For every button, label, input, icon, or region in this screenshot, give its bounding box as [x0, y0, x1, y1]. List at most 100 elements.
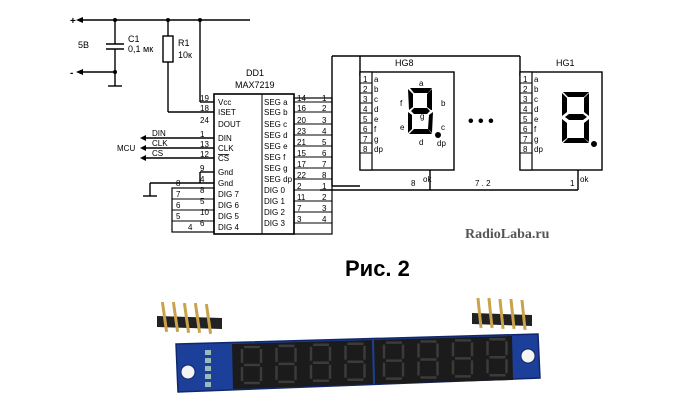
chip-model: MAX7219 [235, 80, 275, 90]
segment-bus-num: 3 [322, 204, 327, 213]
chip-left-pin-name: DIG 7 [218, 190, 239, 199]
chip-body [213, 93, 295, 235]
segment-bus-num: 5 [322, 138, 327, 147]
chip-left-pin-num: 5 [200, 197, 205, 206]
chip-right-pin-num: 16 [297, 104, 306, 113]
display-pin-num: 5 [363, 115, 368, 124]
minus-label: - [70, 68, 73, 79]
chip-ground [143, 171, 214, 197]
chip-right-pin-name: SEG dp [264, 175, 293, 184]
display-block-left [232, 340, 373, 389]
display-pin-num: 4 [523, 105, 528, 114]
photo-digit [344, 342, 366, 381]
display-pin-segment: f [374, 125, 377, 134]
display-pin-num: 3 [523, 95, 528, 104]
display-block-right [374, 336, 513, 384]
chip-left-pin-name: CS [218, 154, 229, 163]
photo-digit [451, 339, 474, 378]
resistor-body [162, 35, 174, 63]
din-arrow-icon [140, 135, 146, 141]
chip-left-pin-name: Gnd [218, 179, 233, 188]
hg8-common: ok [423, 175, 432, 184]
plus-label: + [70, 16, 76, 27]
chip-left-pin-num: 4 [200, 175, 205, 184]
hg8-inner-f: f [400, 99, 403, 108]
hg8-inner-g: g [420, 112, 424, 121]
mcu-signal-clk: CLK [152, 139, 168, 148]
display-pin-segment: dp [534, 145, 543, 154]
cs-arrow-icon [140, 155, 146, 161]
segment-bus-num: 6 [322, 149, 327, 158]
middle-digit-label: 7 . 2 [475, 179, 491, 188]
segment-bus-num: 2 [322, 193, 327, 202]
segment-bus-num: 7 [322, 160, 327, 169]
voltage-label: 5В [78, 40, 89, 50]
left-bus-num: 8 [176, 179, 181, 188]
left-bus-num: 5 [176, 212, 181, 221]
watermark: RadioLaba.ru [465, 227, 550, 242]
left-pin-header-icon [157, 301, 222, 334]
segment-bus-num: 8 [322, 171, 327, 180]
display-pin-num: 8 [523, 145, 528, 154]
display-pin-num: 8 [363, 145, 368, 154]
chip-right-pin-num: 22 [297, 171, 306, 180]
hg8-common-num: 8 [411, 179, 416, 188]
display-pin-num: 1 [523, 75, 528, 84]
chip-right-pin-name: SEG g [264, 164, 288, 173]
display-pin-segment: a [534, 75, 539, 84]
chip-left-pin-num: 19 [200, 94, 209, 103]
chip-left-pin-num: 18 [200, 104, 209, 113]
capacitor-value: 0,1 мк [128, 44, 153, 54]
resistor-value: 10к [178, 50, 192, 60]
segment-bus-num: 1 [322, 182, 327, 191]
display-pin-num: 2 [523, 85, 528, 94]
hg1-common: ok [580, 175, 589, 184]
display-pin-segment: g [374, 135, 378, 144]
chip-left-pin-name: ISET [218, 108, 236, 117]
display-pin-num: 1 [363, 75, 368, 84]
chip-left-pin-num: 6 [200, 219, 205, 228]
chip-right-pin-num: 21 [297, 138, 306, 147]
chip-right-pin-num: 17 [297, 160, 306, 169]
hg8-digit-glyph [408, 88, 441, 138]
chip-right-pin-name: SEG e [264, 142, 288, 151]
mcu-label: MCU [117, 144, 135, 153]
display-pin-segment: f [534, 125, 537, 134]
hg1-common-num: 1 [570, 179, 575, 188]
display-pin-num: 3 [363, 95, 368, 104]
hg8-inner-d: d [419, 138, 423, 147]
chip-left-pin-name: Gnd [218, 168, 233, 177]
hg1-digit-glyph [562, 92, 597, 147]
segment-bus-num: 3 [322, 116, 327, 125]
chip-left-pin-num: 12 [200, 150, 209, 159]
display-pin-num: 2 [363, 85, 368, 94]
chip-left-pin-name: Vcc [218, 98, 231, 107]
chip-right-pin-num: 7 [297, 204, 302, 213]
left-bus-num: 7 [176, 190, 181, 199]
hg8-inner-dp: dp [437, 139, 446, 148]
chip-right-pin-num: 11 [297, 193, 306, 202]
power-section: + 5В - C1 0,1 мк R1 10к [70, 16, 250, 113]
segment-bus-num: 4 [322, 127, 327, 136]
display-pin-segment: a [374, 75, 379, 84]
photo-digit [382, 341, 405, 380]
display-pin-segment: e [374, 115, 379, 124]
chip-left-pin-num: 13 [200, 140, 209, 149]
display-pin-segment: dp [374, 145, 383, 154]
hg8-inner-b: b [441, 99, 446, 108]
chip-right-pin-name: DIG 0 [264, 186, 285, 195]
chip-right-pin-name: SEG d [264, 131, 288, 140]
display-ellipsis: • • • [468, 113, 494, 130]
chip-right-pin-num: 15 [297, 149, 306, 158]
minus-arrow-icon [76, 69, 83, 75]
hg1-ref: HG1 [556, 58, 575, 68]
photo-digit [486, 338, 508, 377]
chip-right-pin-num: 20 [297, 116, 306, 125]
left-bus-num: 4 [188, 223, 193, 232]
display-pin-segment: d [374, 105, 378, 114]
chip-left-pin-num: 9 [200, 164, 205, 173]
